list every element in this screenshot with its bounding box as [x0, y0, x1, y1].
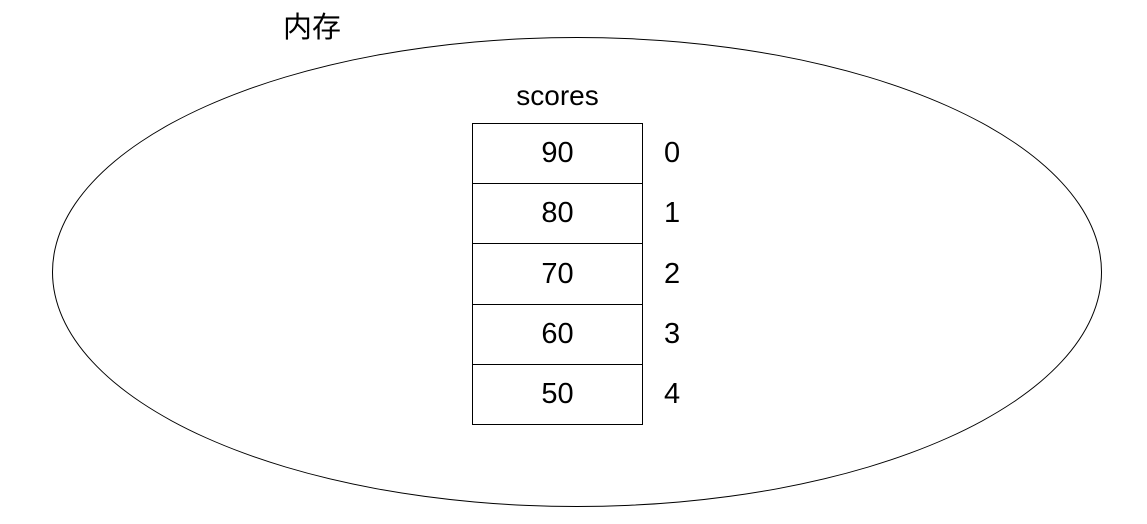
array-index-label: 2 [664, 257, 681, 290]
array-cell: 70 [473, 244, 642, 305]
array-index-label: 1 [664, 197, 681, 230]
array-cell: 50 [541, 377, 574, 410]
array-cell: 80 [473, 184, 642, 245]
array-box: 90 80 70 60 50 [472, 123, 643, 425]
array-cell: 90 [473, 124, 642, 185]
array-index-column: 0 1 2 3 4 [664, 123, 680, 425]
array-index-label: 0 [664, 136, 681, 169]
array-name-label: scores [516, 80, 599, 111]
array-cell: 60 [473, 305, 642, 365]
array-index-label: 4 [664, 378, 681, 411]
array-index-label: 3 [664, 317, 681, 350]
memory-boundary-ellipse [52, 37, 1102, 507]
memory-region-label: 内存 [283, 12, 342, 44]
